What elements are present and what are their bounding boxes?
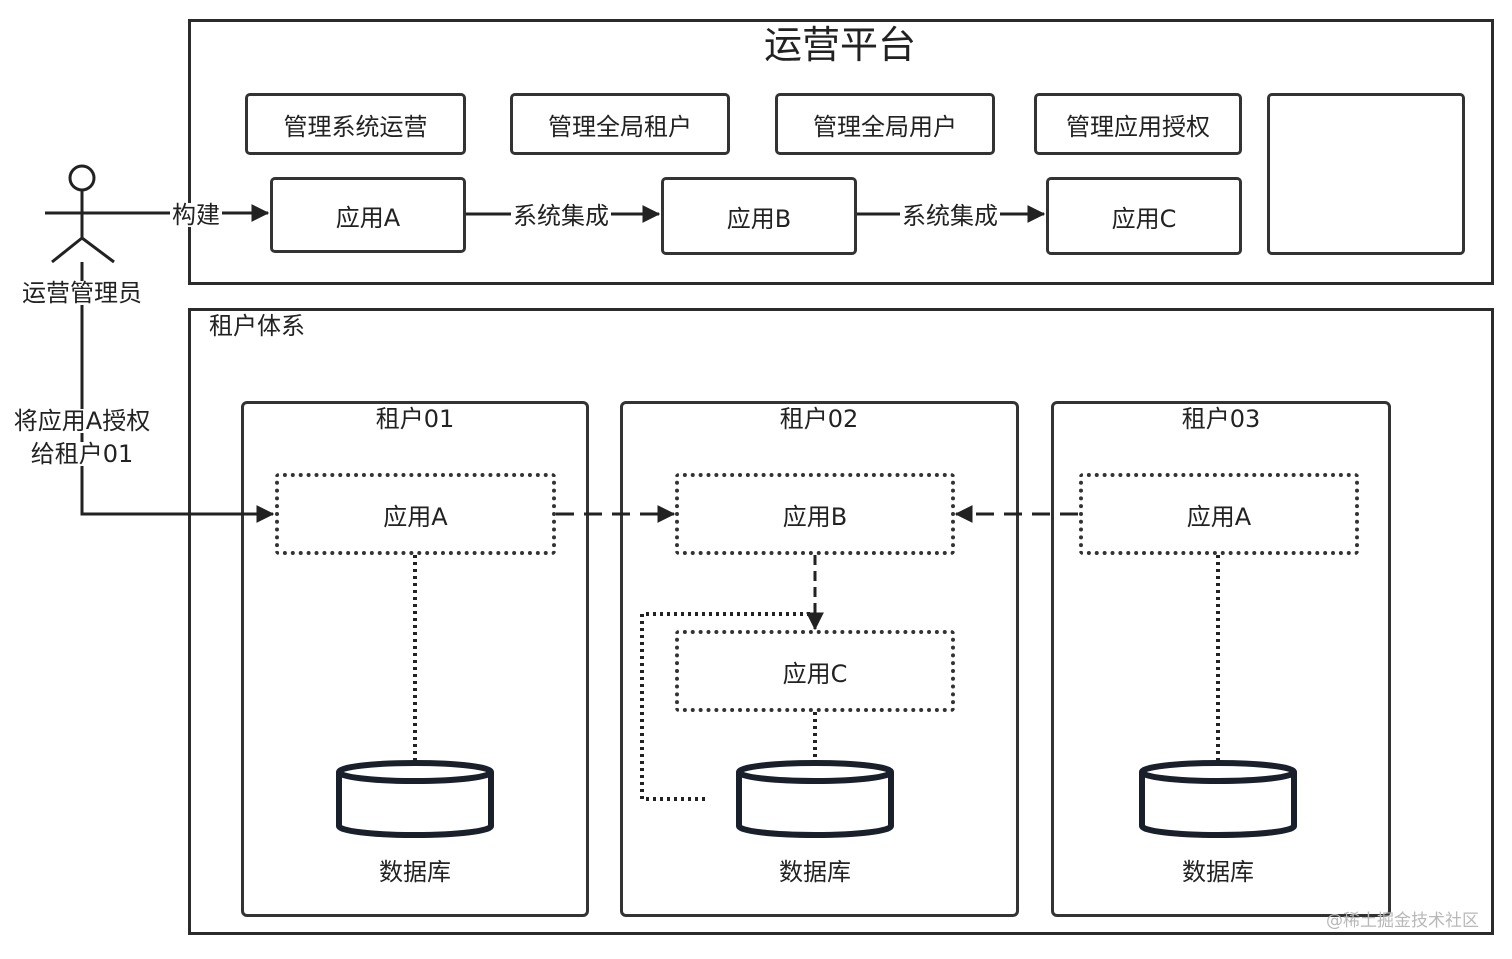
tenant-02 [620, 401, 1019, 917]
platform-title: 运营平台 [763, 23, 917, 67]
t1-db-label: 数据库 [379, 858, 451, 886]
edge-build-label: 构建 [170, 201, 222, 229]
function-manage-users[interactable]: 管理全局用户 [775, 93, 995, 155]
function-manage-app-auth[interactable]: 管理应用授权 [1034, 93, 1242, 155]
t2-app-b[interactable]: 应用B [675, 473, 955, 555]
database-icon-t1 [336, 760, 494, 838]
tenant-03 [1051, 401, 1391, 917]
t2-db-label: 数据库 [779, 858, 851, 886]
edge-grant [80, 262, 275, 523]
t1-app-a[interactable]: 应用A [275, 473, 556, 555]
tenant-02-title: 租户02 [779, 405, 859, 433]
t3-db-label: 数据库 [1182, 858, 1254, 886]
grant-label-line1: 将应用A授权 [11, 407, 153, 435]
function-manage-tenants[interactable]: 管理全局租户 [510, 93, 730, 155]
database-icon-t3 [1139, 760, 1297, 838]
platform-app-b[interactable]: 应用B [661, 177, 857, 255]
platform-app-c[interactable]: 应用C [1046, 177, 1242, 255]
edge-integration-bc-label: 系统集成 [900, 202, 1000, 230]
platform-frame [188, 19, 1494, 285]
t3-app-a[interactable]: 应用A [1079, 473, 1359, 555]
edge-integration-ab-label: 系统集成 [511, 202, 611, 230]
tenant-01 [241, 401, 589, 917]
t2-app-c[interactable]: 应用C [675, 630, 955, 712]
empty-function-box [1267, 93, 1465, 255]
tenant-01-title: 租户01 [375, 405, 455, 433]
watermark: @稀土掘金技术社区 [1326, 911, 1479, 931]
actor-icon [45, 164, 120, 264]
database-icon-t2 [736, 760, 894, 838]
platform-app-a[interactable]: 应用A [270, 177, 466, 253]
tenant-03-title: 租户03 [1181, 405, 1261, 433]
grant-label-line2: 给租户01 [28, 440, 136, 468]
function-manage-operations[interactable]: 管理系统运营 [245, 93, 466, 155]
tenant-system-frame [188, 308, 1494, 935]
tenant-system-title: 租户体系 [209, 312, 305, 340]
actor-name: 运营管理员 [20, 279, 144, 307]
t2-group-outline [640, 612, 810, 801]
